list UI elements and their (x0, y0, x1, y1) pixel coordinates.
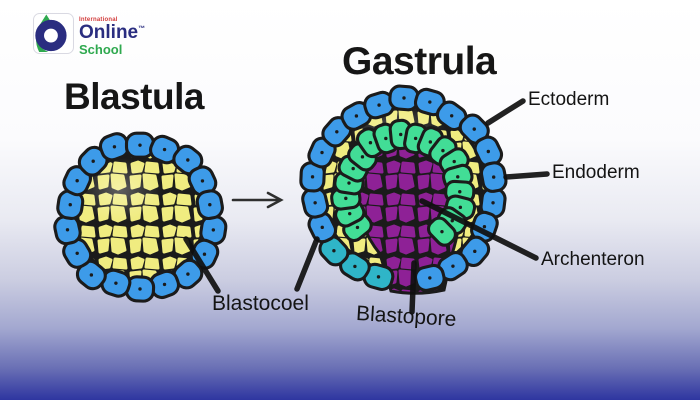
trademark-mark: ™ (138, 25, 146, 33)
blastula-cells (53, 131, 228, 303)
archenteron-leader-line (419, 198, 539, 261)
blastula-figure (53, 131, 228, 303)
online-school-logo: International Online™ School (33, 13, 145, 57)
endoderm-leader-line (503, 171, 550, 180)
logo-line-school: School (79, 41, 123, 57)
blastocoel-leader-line-right (294, 236, 320, 292)
logo-line-online: Online™ (79, 22, 146, 43)
logo-text: International Online™ School (79, 13, 145, 57)
gastrula-ectoderm-cells (299, 84, 508, 292)
ectoderm-label: Ectoderm (528, 89, 610, 110)
gastrula-title: Gastrula (342, 40, 497, 83)
logo-line-international: International (79, 17, 118, 23)
blastocoel-leader-line-left (183, 236, 221, 294)
ectoderm-leader-line (485, 98, 526, 126)
archenteron-label: Archenteron (541, 249, 645, 270)
blastopore-leader-line (409, 260, 417, 315)
transition-arrow-icon (231, 191, 284, 209)
logo-icon (33, 13, 74, 54)
gastrula-figure (299, 84, 508, 295)
blastocoel-label: Blastocoel (212, 292, 309, 315)
endoderm-label: Endoderm (552, 162, 640, 183)
blastula-title: Blastula (64, 76, 204, 117)
